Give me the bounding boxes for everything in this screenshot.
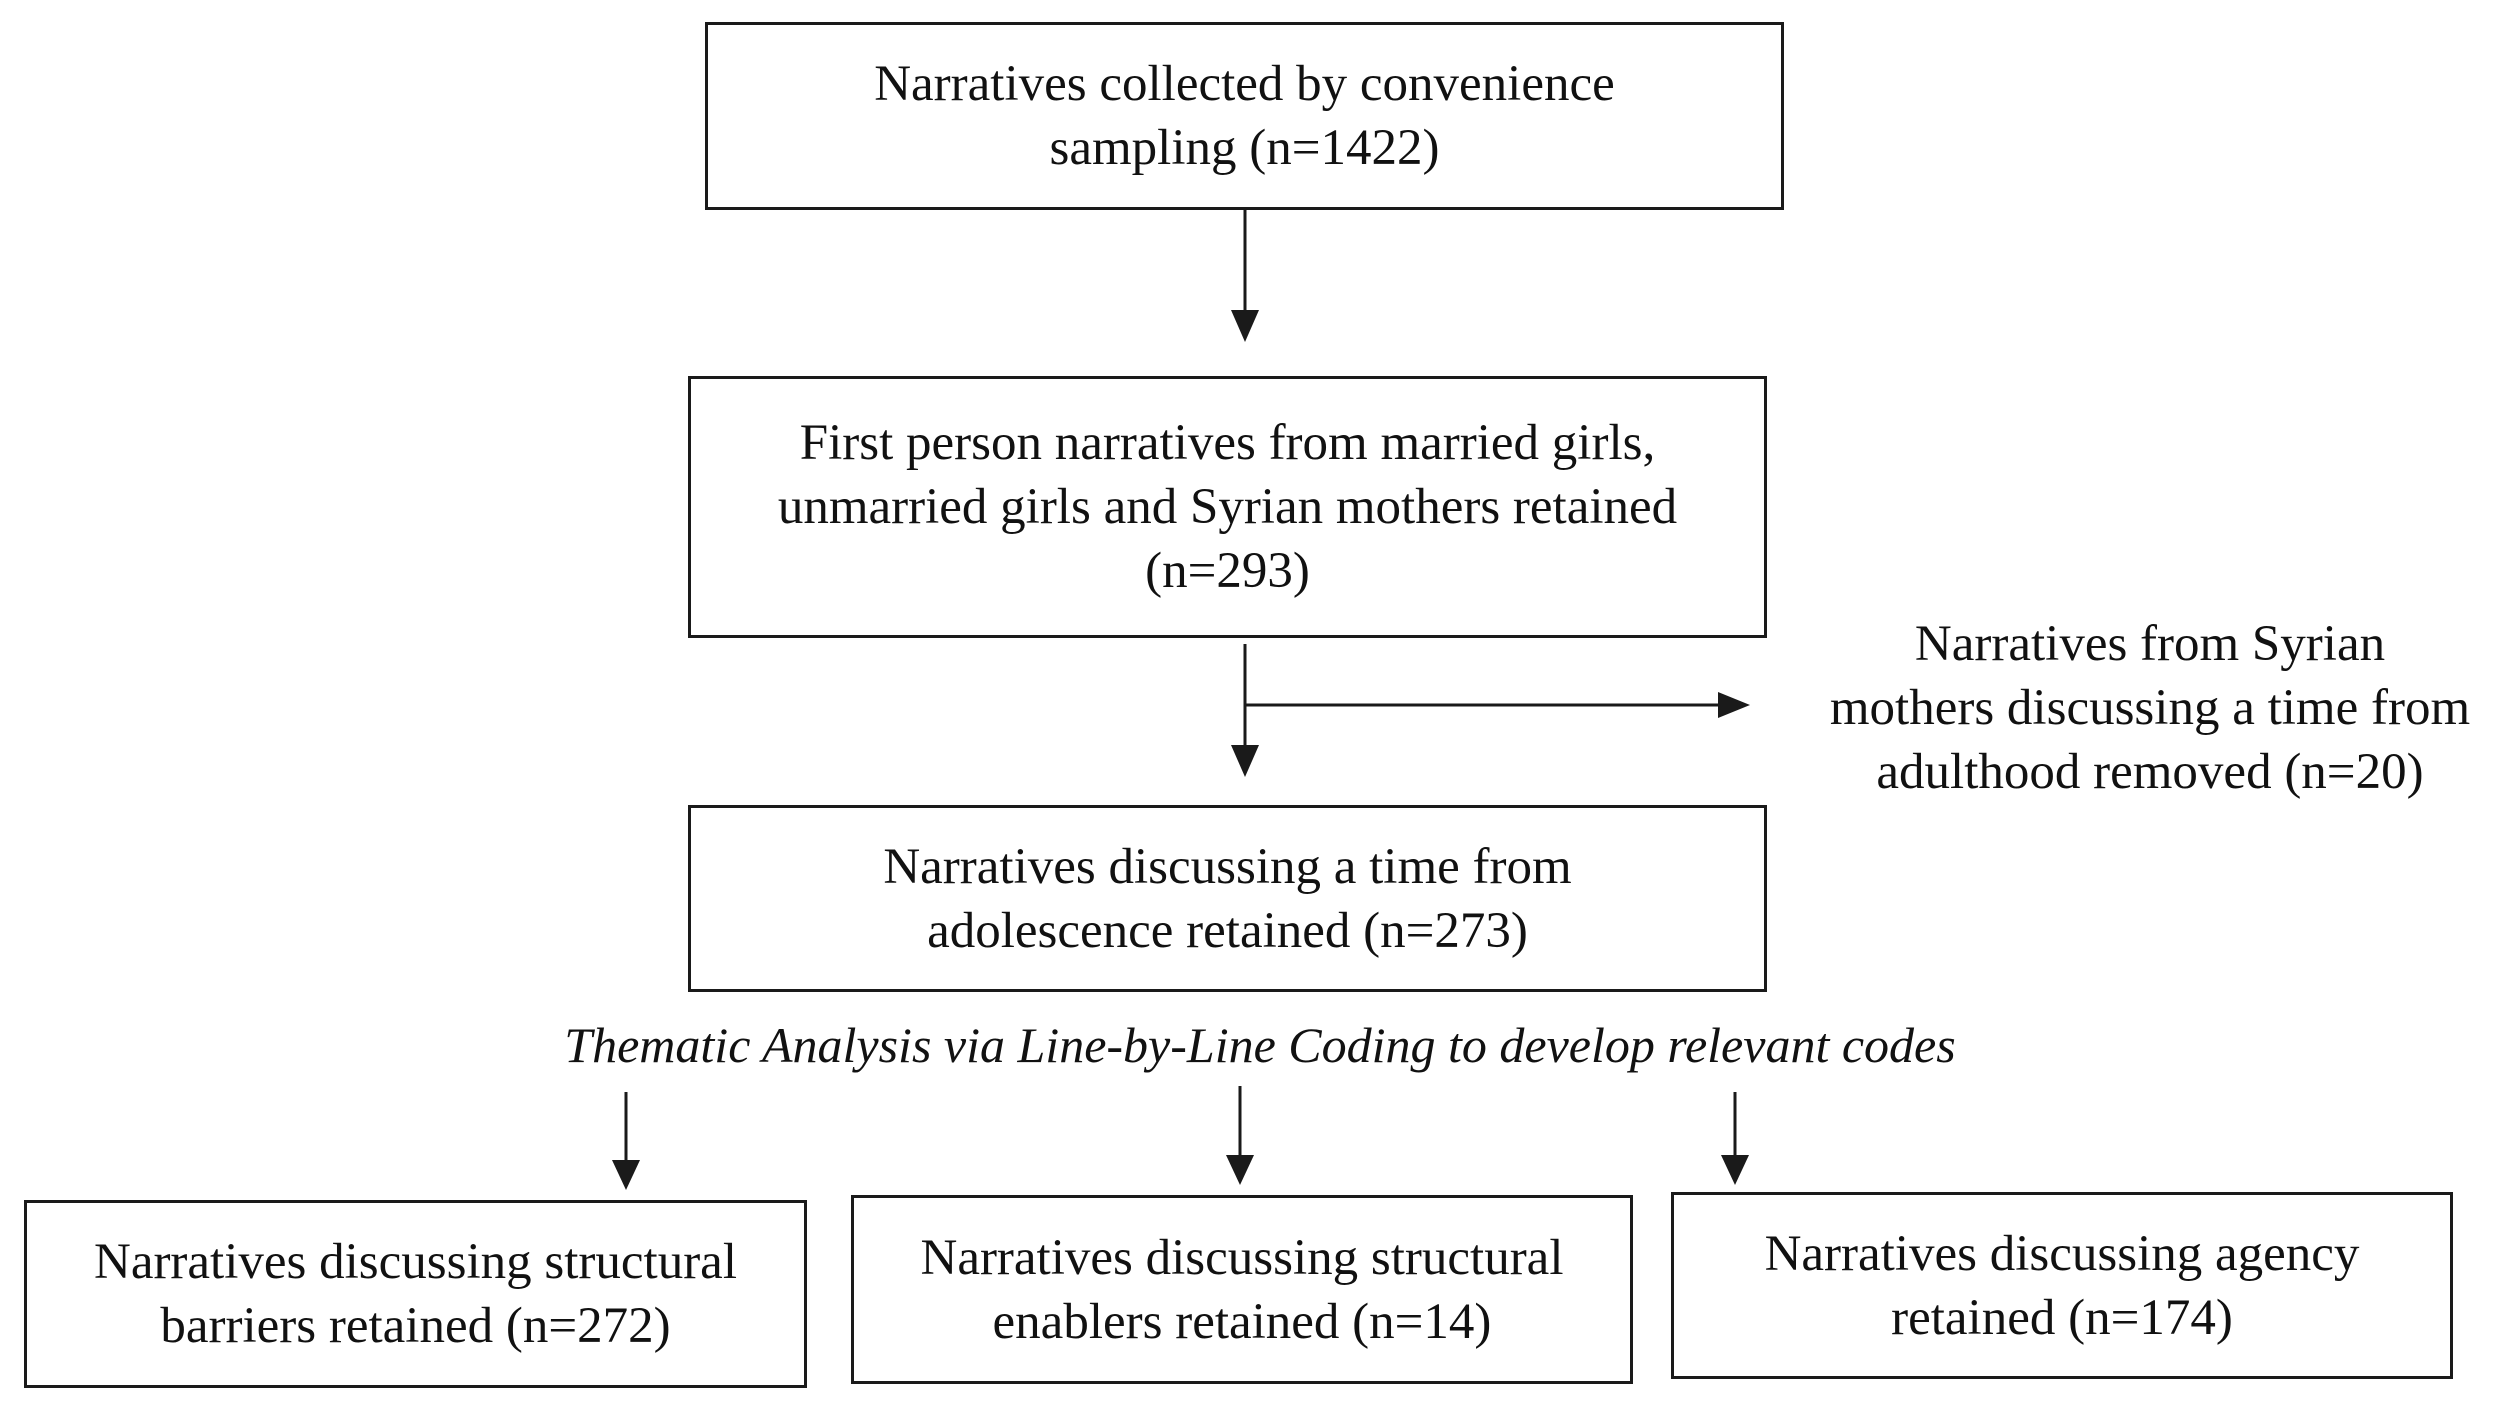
arrowhead-branch: [1718, 692, 1750, 718]
arrowhead-2: [1231, 745, 1259, 777]
step-collected-text: Narratives collected by convenience samp…: [874, 56, 1615, 176]
outcome-enablers-text: Narratives discussing structural enabler…: [920, 1229, 1564, 1350]
analysis-label: Thematic Analysis via Line-by-Line Codin…: [564, 1017, 1956, 1073]
outcome-agency-box: Narratives discussing agency retained (n…: [1671, 1192, 2453, 1379]
arrowhead-agency: [1721, 1155, 1749, 1185]
outcome-barriers-box: Narratives discussing structural barrier…: [24, 1200, 807, 1388]
step-collected-box: Narratives collected by convenience samp…: [705, 22, 1784, 210]
step-removed-text: Narratives from Syrian mothers discussin…: [1829, 616, 2471, 800]
arrowhead-1: [1231, 310, 1259, 342]
step-first-person-box: First person narratives from married gir…: [688, 376, 1767, 638]
outcome-enablers-box: Narratives discussing structural enabler…: [851, 1195, 1633, 1384]
step-adolescence-text: Narratives discussing a time from adoles…: [883, 838, 1572, 959]
step-first-person-text: First person narratives from married gir…: [777, 415, 1678, 599]
step-adolescence-box: Narratives discussing a time from adoles…: [688, 805, 1767, 992]
arrowhead-enablers: [1226, 1155, 1254, 1185]
outcome-agency-text: Narratives discussing agency retained (n…: [1764, 1225, 2360, 1346]
arrowhead-barriers: [612, 1160, 640, 1190]
outcome-barriers-text: Narratives discussing structural barrier…: [93, 1234, 737, 1354]
